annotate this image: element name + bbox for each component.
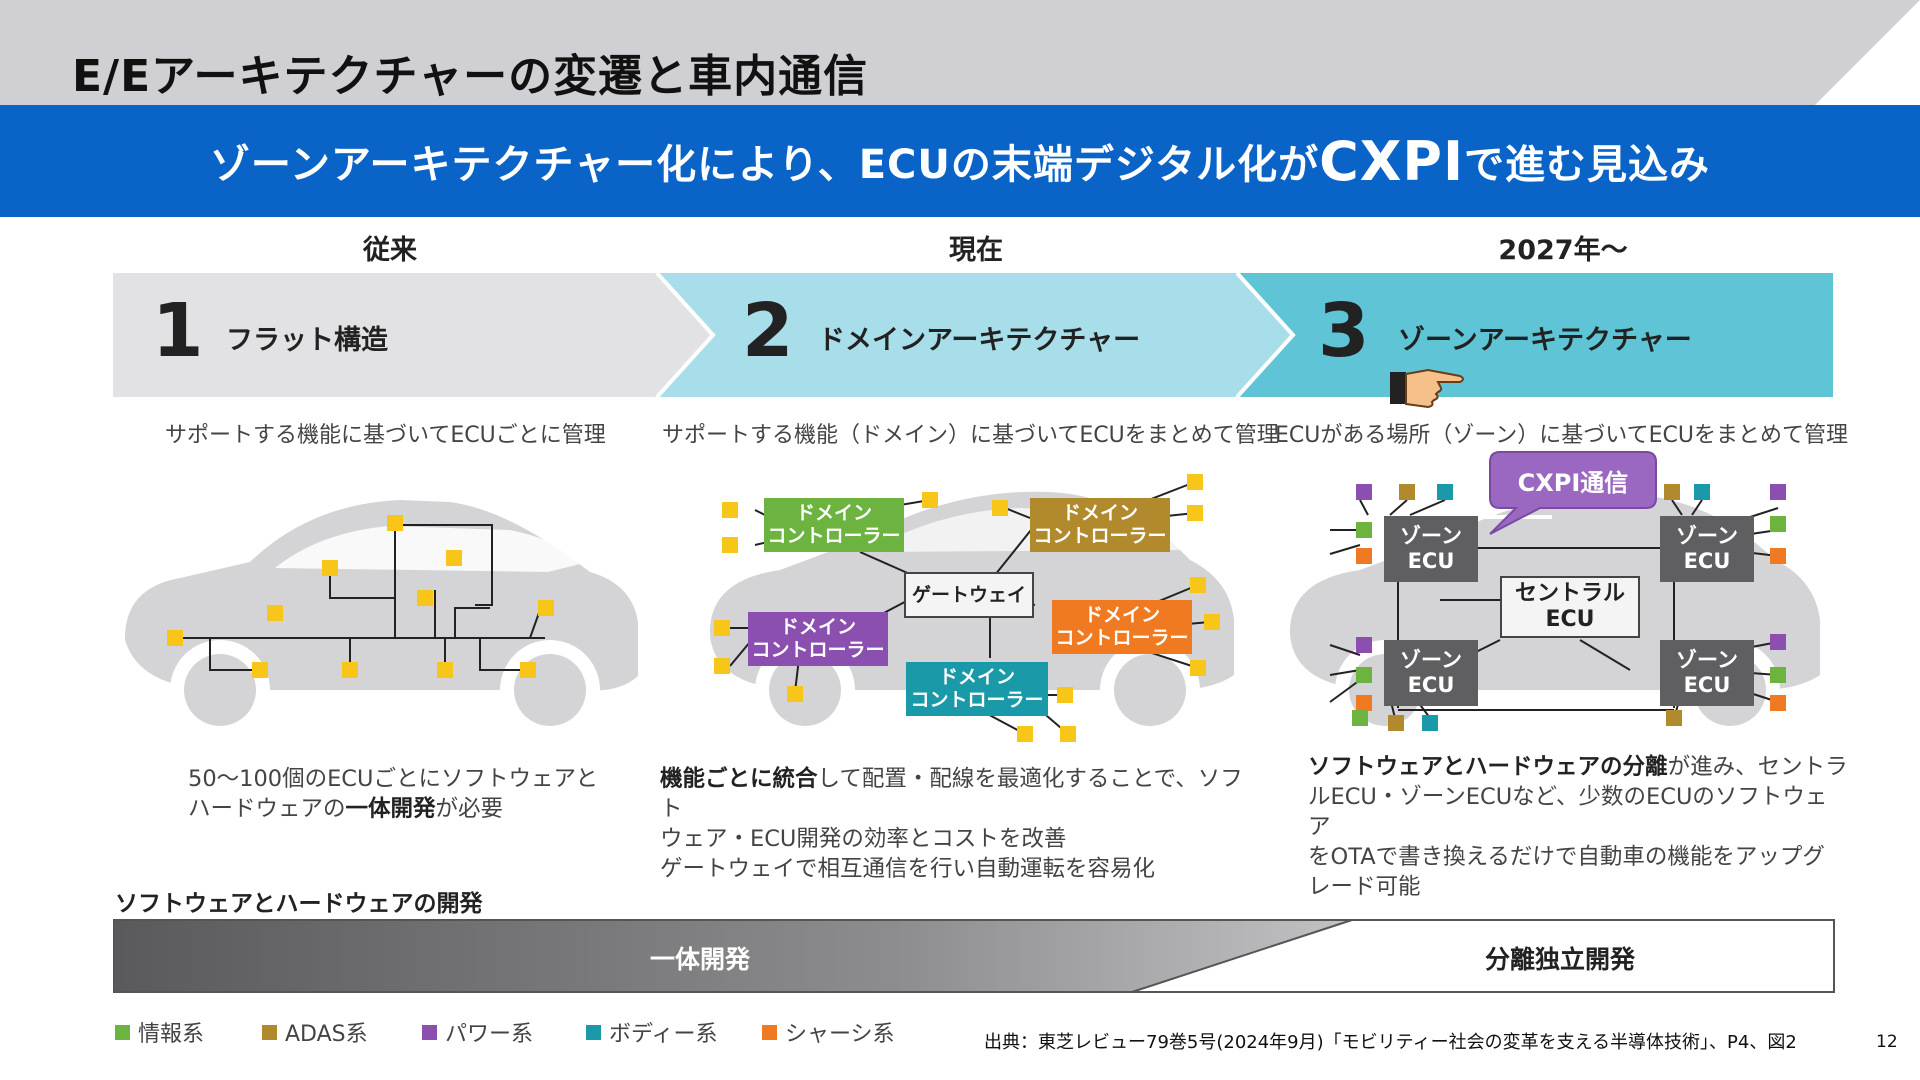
- stage-title-3: ゾーンアーキテクチャー: [1398, 325, 1692, 356]
- domain-controller-info: ドメイン コントローラー: [764, 498, 904, 552]
- stage2-caption-line3: ゲートウェイで相互通信を行い自動運転を容易化: [660, 856, 1156, 882]
- stage2-caption-line1-post: して配置・配線を最適化することで、ソフト: [660, 766, 1243, 822]
- headline-pre: ゾーンアーキテクチャー化により、ECUの末端デジタル化が: [209, 142, 1320, 188]
- legend-label-info: 情報系: [138, 1022, 205, 1047]
- legend-item-adas: ADAS系: [262, 1016, 368, 1048]
- central-ecu-label: セントラル ECU: [1514, 581, 1625, 632]
- stage-chevron-3: [1237, 273, 1833, 397]
- header-bar: [0, 0, 1920, 105]
- stage-number-1: 1: [152, 288, 204, 374]
- gateway-label: ゲートウェイ: [911, 583, 1026, 606]
- zone-ecu-rear-left-label: ゾーン ECU: [1400, 648, 1462, 697]
- stage-number-3: 3: [1318, 288, 1370, 374]
- domain-controller-info-label: ドメイン コントローラー: [767, 502, 901, 547]
- development-integrated-label: 一体開発: [649, 945, 750, 974]
- legend-swatch-adas: [262, 1024, 277, 1040]
- zone-ecu-front-left-label: ゾーン ECU: [1400, 524, 1462, 573]
- stage3-caption-line2: ルECU・ゾーンECUなど、少数のECUのソフトウェア: [1308, 784, 1828, 840]
- legend-item-power: パワー系: [422, 1016, 533, 1048]
- stage3-caption-line1: ソフトウェアとハードウェアの分離が進み、セントラ: [1308, 752, 1848, 782]
- legend-swatch-chassis: [762, 1024, 777, 1040]
- zone-ecu-front-right: ゾーン ECU: [1660, 516, 1754, 582]
- stage-number-2: 2: [742, 288, 794, 374]
- domain-controller-power-label: ドメイン コントローラー: [751, 616, 885, 661]
- page-title: E/Eアーキテクチャーの変遷と車内通信: [72, 51, 869, 102]
- legend-item-chassis: シャーシ系: [762, 1016, 895, 1048]
- domain-controller-power: ドメイン コントローラー: [748, 612, 888, 666]
- legend-label-power: パワー系: [445, 1022, 534, 1047]
- page-number: 12: [1876, 1032, 1898, 1052]
- stage1-caption-line1: 50〜100個のECUごとにソフトウェアと: [188, 766, 599, 792]
- stage-caption-2: 機能ごとに統合して配置・配線を最適化することで、ソフト ウェア・ECU開発の効率…: [660, 764, 1250, 884]
- legend-item-info: 情報系: [115, 1016, 204, 1048]
- development-bar: [113, 919, 1835, 993]
- gateway-box: ゲートウェイ: [904, 572, 1034, 618]
- stage-description-2: サポートする機能（ドメイン）に基づいてECUをまとめて管理: [662, 423, 1279, 448]
- stage-title-2: ドメインアーキテクチャー: [818, 325, 1141, 356]
- stage-chevron-2: [657, 273, 1293, 397]
- era-label-3: 2027年〜: [1498, 235, 1628, 266]
- development-heading: ソフトウェアとハードウェアの開発: [115, 891, 483, 917]
- cxpi-callout-text: CXPI通信: [1517, 468, 1629, 497]
- stage1-caption-line2-bold: 一体開発: [345, 796, 436, 822]
- flat-ecus: [167, 515, 554, 678]
- zone-ecu-rear-left: ゾーン ECU: [1384, 640, 1478, 706]
- stage2-caption-line1: 機能ごとに統合して配置・配線を最適化することで、ソフト: [660, 764, 1250, 824]
- legend-swatch-body: [586, 1024, 601, 1040]
- stage1-caption-line2: ハードウェアの一体開発が必要: [188, 794, 658, 824]
- central-ecu: セントラル ECU: [1500, 576, 1640, 638]
- stage1-caption-line2-pre: ハードウェアの: [188, 796, 346, 822]
- headline-post: で進む見込み: [1464, 142, 1711, 188]
- legend-swatch-power: [422, 1024, 437, 1040]
- zone-ecu-front-left: ゾーン ECU: [1384, 516, 1478, 582]
- cxpi-callout-shape: [1489, 451, 1657, 535]
- legend-item-body: ボディー系: [586, 1016, 717, 1048]
- domain-controller-chassis: ドメイン コントローラー: [1052, 600, 1192, 654]
- flat-architecture-diagram: [124, 500, 639, 740]
- stage3-caption-line1-post: が進み、セントラ: [1667, 754, 1848, 780]
- headline-emphasis: CXPI: [1319, 129, 1465, 193]
- legend-label-adas: ADAS系: [285, 1022, 368, 1047]
- domain-controller-adas-label: ドメイン コントローラー: [1033, 502, 1167, 547]
- stage-caption-3: ソフトウェアとハードウェアの分離が進み、セントラ ルECU・ゾーンECUなど、少…: [1308, 752, 1848, 902]
- stage-description-3: ECUがある場所（ゾーン）に基づいてECUをまとめて管理: [1275, 423, 1848, 448]
- header-corner-cut: [1815, 0, 1920, 105]
- domain-controller-body-label: ドメイン コントローラー: [910, 666, 1044, 711]
- stage-title-1: フラット構造: [226, 325, 388, 356]
- stage3-caption-line1-bold: ソフトウェアとハードウェアの分離: [1308, 754, 1668, 780]
- domain-controller-adas: ドメイン コントローラー: [1030, 498, 1170, 552]
- stage2-caption-line2: ウェア・ECU開発の効率とコストを改善: [660, 826, 1067, 852]
- domain-controller-body: ドメイン コントローラー: [906, 662, 1048, 716]
- era-label-1: 従来: [363, 235, 417, 266]
- zone-ecu-rear-right: ゾーン ECU: [1660, 640, 1754, 706]
- development-separated-label: 分離独立開発: [1484, 945, 1635, 974]
- legend-label-chassis: シャーシ系: [785, 1022, 895, 1047]
- zone-ecu-rear-right-label: ゾーン ECU: [1676, 648, 1738, 697]
- zone-ecu-sensors: [1352, 484, 1786, 731]
- stage3-caption-line3: をOTAで書き換えるだけで自動車の機能をアップグ: [1308, 844, 1825, 870]
- headline-banner: [0, 105, 1920, 217]
- era-label-2: 現在: [949, 235, 1003, 266]
- stage3-caption-line4: レード可能: [1308, 874, 1421, 900]
- stage-chevrons: [113, 271, 1833, 399]
- legend-swatch-info: [115, 1024, 130, 1040]
- legend-label-body: ボディー系: [609, 1022, 718, 1047]
- source-citation: 出典：東芝レビュー79巻5号(2024年9月)「モビリティー社会の変革を支える半…: [984, 1032, 1797, 1053]
- stage-description-1: サポートする機能に基づいてECUごとに管理: [165, 423, 606, 448]
- stage-caption-1: 50〜100個のECUごとにソフトウェアと ハードウェアの一体開発が必要: [188, 764, 658, 824]
- stage2-caption-line1-bold: 機能ごとに統合: [660, 766, 818, 792]
- pointing-hand-icon: [1390, 368, 1464, 409]
- zone-ecu-front-right-label: ゾーン ECU: [1676, 524, 1738, 573]
- stage1-caption-line2-post: が必要: [435, 796, 504, 822]
- stage-chevron-1: [113, 273, 713, 397]
- domain-controller-chassis-label: ドメイン コントローラー: [1055, 604, 1189, 649]
